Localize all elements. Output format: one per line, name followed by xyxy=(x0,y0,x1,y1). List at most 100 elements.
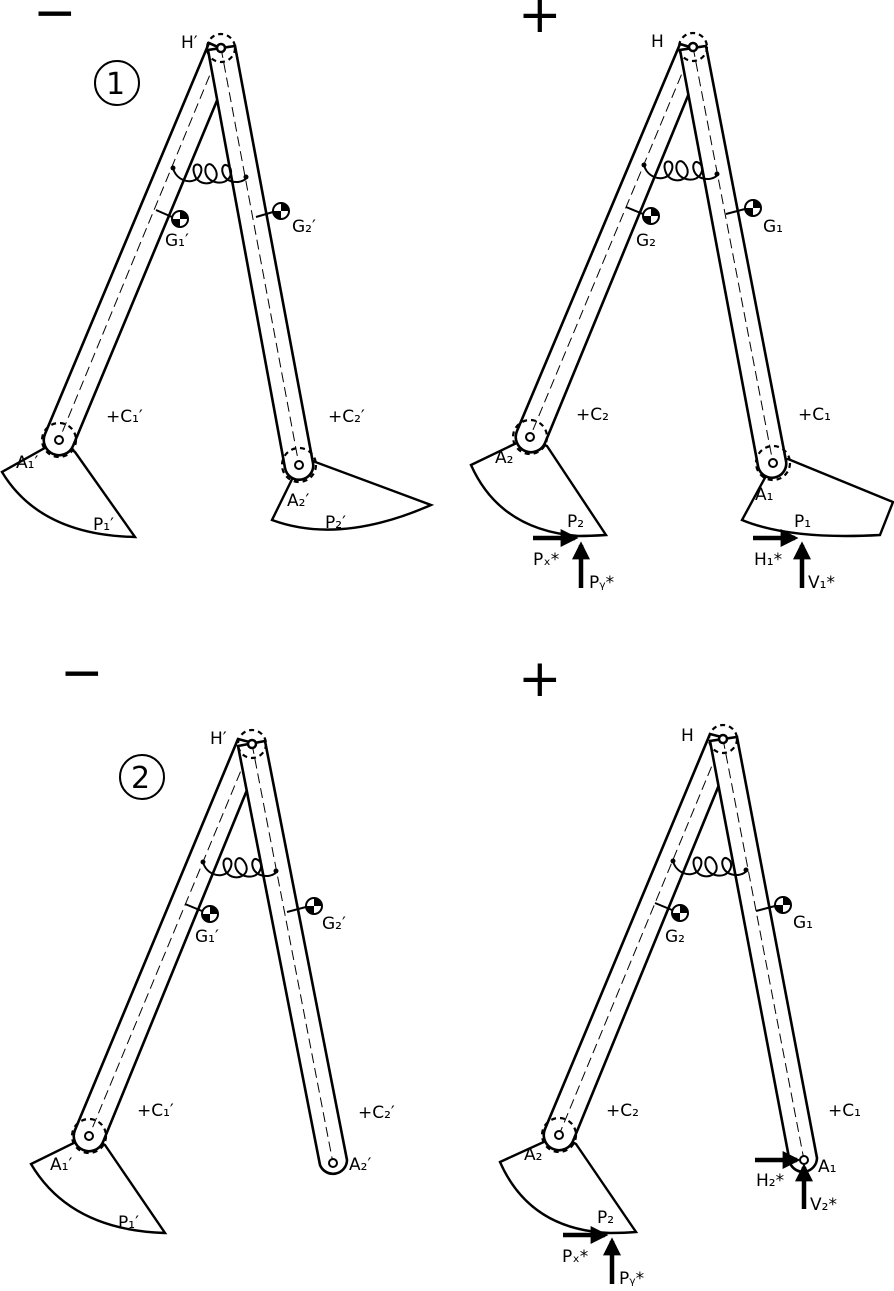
ankle-joint xyxy=(525,432,535,442)
ankle-dashed-circle xyxy=(754,444,792,482)
right-leg xyxy=(708,735,819,1174)
label-a-right: A₂′ xyxy=(287,491,309,511)
label-a-left: A₁′ xyxy=(50,1155,72,1175)
ankle-joint xyxy=(294,460,304,470)
hip-dashed-circle xyxy=(707,723,739,755)
ankle-dashed-circle xyxy=(70,1117,108,1155)
ankle-dashed-circle xyxy=(540,1116,578,1154)
ankle-dashed-circle xyxy=(511,418,549,456)
label-force-h2: H₂* xyxy=(756,1171,784,1191)
label-a-right: A₁ xyxy=(818,1157,836,1177)
label-force-h1: H₁* xyxy=(754,550,782,570)
com-marker-icon xyxy=(155,209,189,228)
label-c-left: +C₂ xyxy=(606,1101,639,1121)
label-force-px: Pₓ* xyxy=(562,1247,588,1267)
com-marker-icon xyxy=(654,902,689,922)
leg-link xyxy=(678,44,788,479)
case-number: 1 xyxy=(106,67,125,102)
label-hip: H′ xyxy=(210,729,227,749)
left-leg xyxy=(498,732,739,1235)
leg-axis xyxy=(58,47,222,441)
leg-axis xyxy=(529,46,694,438)
hip-dashed-circle xyxy=(677,31,709,63)
sign-plus: + xyxy=(518,649,562,709)
label-c-left: +C₁′ xyxy=(137,1101,174,1121)
hip-dashed-circle xyxy=(205,32,237,64)
leg-link xyxy=(708,735,819,1174)
leg-link xyxy=(42,41,238,457)
label-g-right: G₂′ xyxy=(292,217,316,237)
spring-icon xyxy=(643,160,719,182)
ankle-joint xyxy=(768,458,778,468)
label-c-right: +C₁ xyxy=(798,405,831,425)
leg-link xyxy=(206,44,315,481)
label-g-left: G₂ xyxy=(636,231,656,251)
left-leg xyxy=(0,41,238,539)
left-leg xyxy=(469,42,708,538)
ankle-joint xyxy=(54,435,64,445)
label-g-right: G₂′ xyxy=(322,914,346,934)
label-p-left: P₁′ xyxy=(118,1213,139,1233)
label-g-left: G₁′ xyxy=(165,231,189,251)
leg-axis xyxy=(88,743,253,1137)
panel-2-plus: + H G xyxy=(498,649,861,1289)
left-leg xyxy=(29,737,267,1235)
label-c-right: +C₂′ xyxy=(328,407,365,427)
label-c-left: +C₁′ xyxy=(106,407,143,427)
hip-joint xyxy=(215,42,227,54)
label-p-right: P₁ xyxy=(794,512,811,532)
ankle-joint xyxy=(84,1131,94,1141)
label-a-right: A₁ xyxy=(755,485,773,505)
hip-joint xyxy=(246,738,258,750)
spring-icon xyxy=(202,857,278,879)
label-c-right: +C₂′ xyxy=(358,1103,395,1123)
label-c-right: +C₁ xyxy=(828,1101,861,1121)
label-force-v2: V₂* xyxy=(810,1195,837,1215)
label-a-left: A₂ xyxy=(524,1145,542,1165)
leg-axis xyxy=(692,46,774,464)
spring-icon xyxy=(672,856,748,878)
leg-link xyxy=(236,739,349,1176)
spring-icon xyxy=(172,163,248,185)
label-hip: H′ xyxy=(181,33,198,53)
com-marker-icon xyxy=(286,897,323,915)
panel-1-plus: + xyxy=(469,0,894,593)
leg-axis xyxy=(722,738,805,1161)
right-leg xyxy=(678,44,894,538)
label-p-left: P₂ xyxy=(597,1208,614,1228)
com-marker-icon xyxy=(755,896,792,914)
foot-sector-left xyxy=(469,435,609,538)
hip-joint xyxy=(687,41,699,53)
foot-sector-left xyxy=(498,1133,639,1235)
com-marker-icon xyxy=(184,903,219,923)
label-g-left: G₂ xyxy=(665,927,685,947)
ankle-dashed-circle xyxy=(40,421,78,459)
com-marker-icon xyxy=(625,206,660,225)
label-a-left: A₁′ xyxy=(16,453,38,473)
label-a-left: A₂ xyxy=(495,448,513,468)
com-marker-icon xyxy=(725,199,762,217)
leg-axis xyxy=(558,738,724,1136)
label-hip: H xyxy=(681,726,694,746)
case-number-circle xyxy=(119,754,165,800)
label-c-left: +C₂ xyxy=(576,405,609,425)
label-p-right: P₂′ xyxy=(325,513,346,533)
leg-axis xyxy=(251,743,334,1164)
foot-sector-left xyxy=(29,1134,168,1235)
label-force-py: Pᵧ* xyxy=(619,1269,644,1289)
label-g-right: G₁ xyxy=(793,913,813,933)
label-force-py: Pᵧ* xyxy=(589,573,614,593)
leg-link xyxy=(514,42,708,454)
leg-axis xyxy=(220,47,300,466)
hip-dashed-circle xyxy=(236,728,268,760)
label-g-left: G₁′ xyxy=(195,927,219,947)
case-number-circle xyxy=(94,60,140,106)
label-hip: H xyxy=(651,32,664,52)
hip-joint xyxy=(717,733,729,745)
panel-2-minus: − 2 H′ G₁′ G₂′ xyxy=(29,643,395,1235)
com-marker-icon xyxy=(255,202,290,220)
label-p-left: P₂ xyxy=(567,512,584,532)
foot-sector-left xyxy=(0,438,138,539)
sign-plus: + xyxy=(518,0,562,45)
